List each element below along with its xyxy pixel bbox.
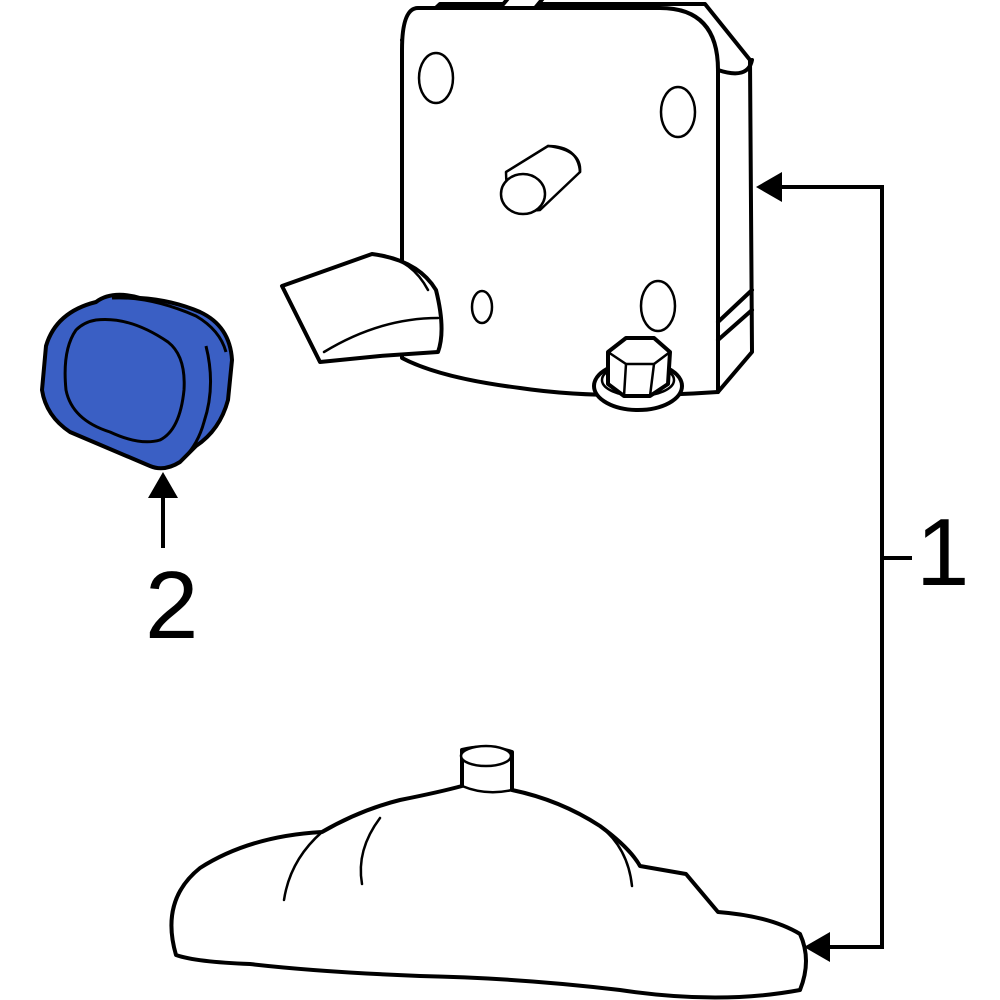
mount-hole-icon: [659, 85, 697, 139]
arrowhead-icon: [804, 932, 830, 962]
mount-hole-icon: [639, 279, 677, 333]
lock-actuator-housing-icon: [280, 0, 754, 398]
callout-label-2: 2: [145, 552, 198, 659]
mounting-bolt-icon: [592, 336, 684, 412]
actuator-shaft-icon: [499, 144, 582, 216]
protective-cover-icon: [169, 744, 808, 1000]
rubber-plug-icon: [40, 292, 234, 471]
actuator-lever-icon: [280, 252, 444, 364]
callout-label-1: 1: [916, 499, 969, 606]
callout-2-leader: [148, 472, 178, 548]
callout-1-leader: [756, 172, 912, 962]
mount-hole-icon: [417, 51, 455, 105]
arrowhead-icon: [148, 472, 178, 498]
arrowhead-icon: [756, 172, 782, 202]
mount-hole-icon: [470, 289, 494, 325]
